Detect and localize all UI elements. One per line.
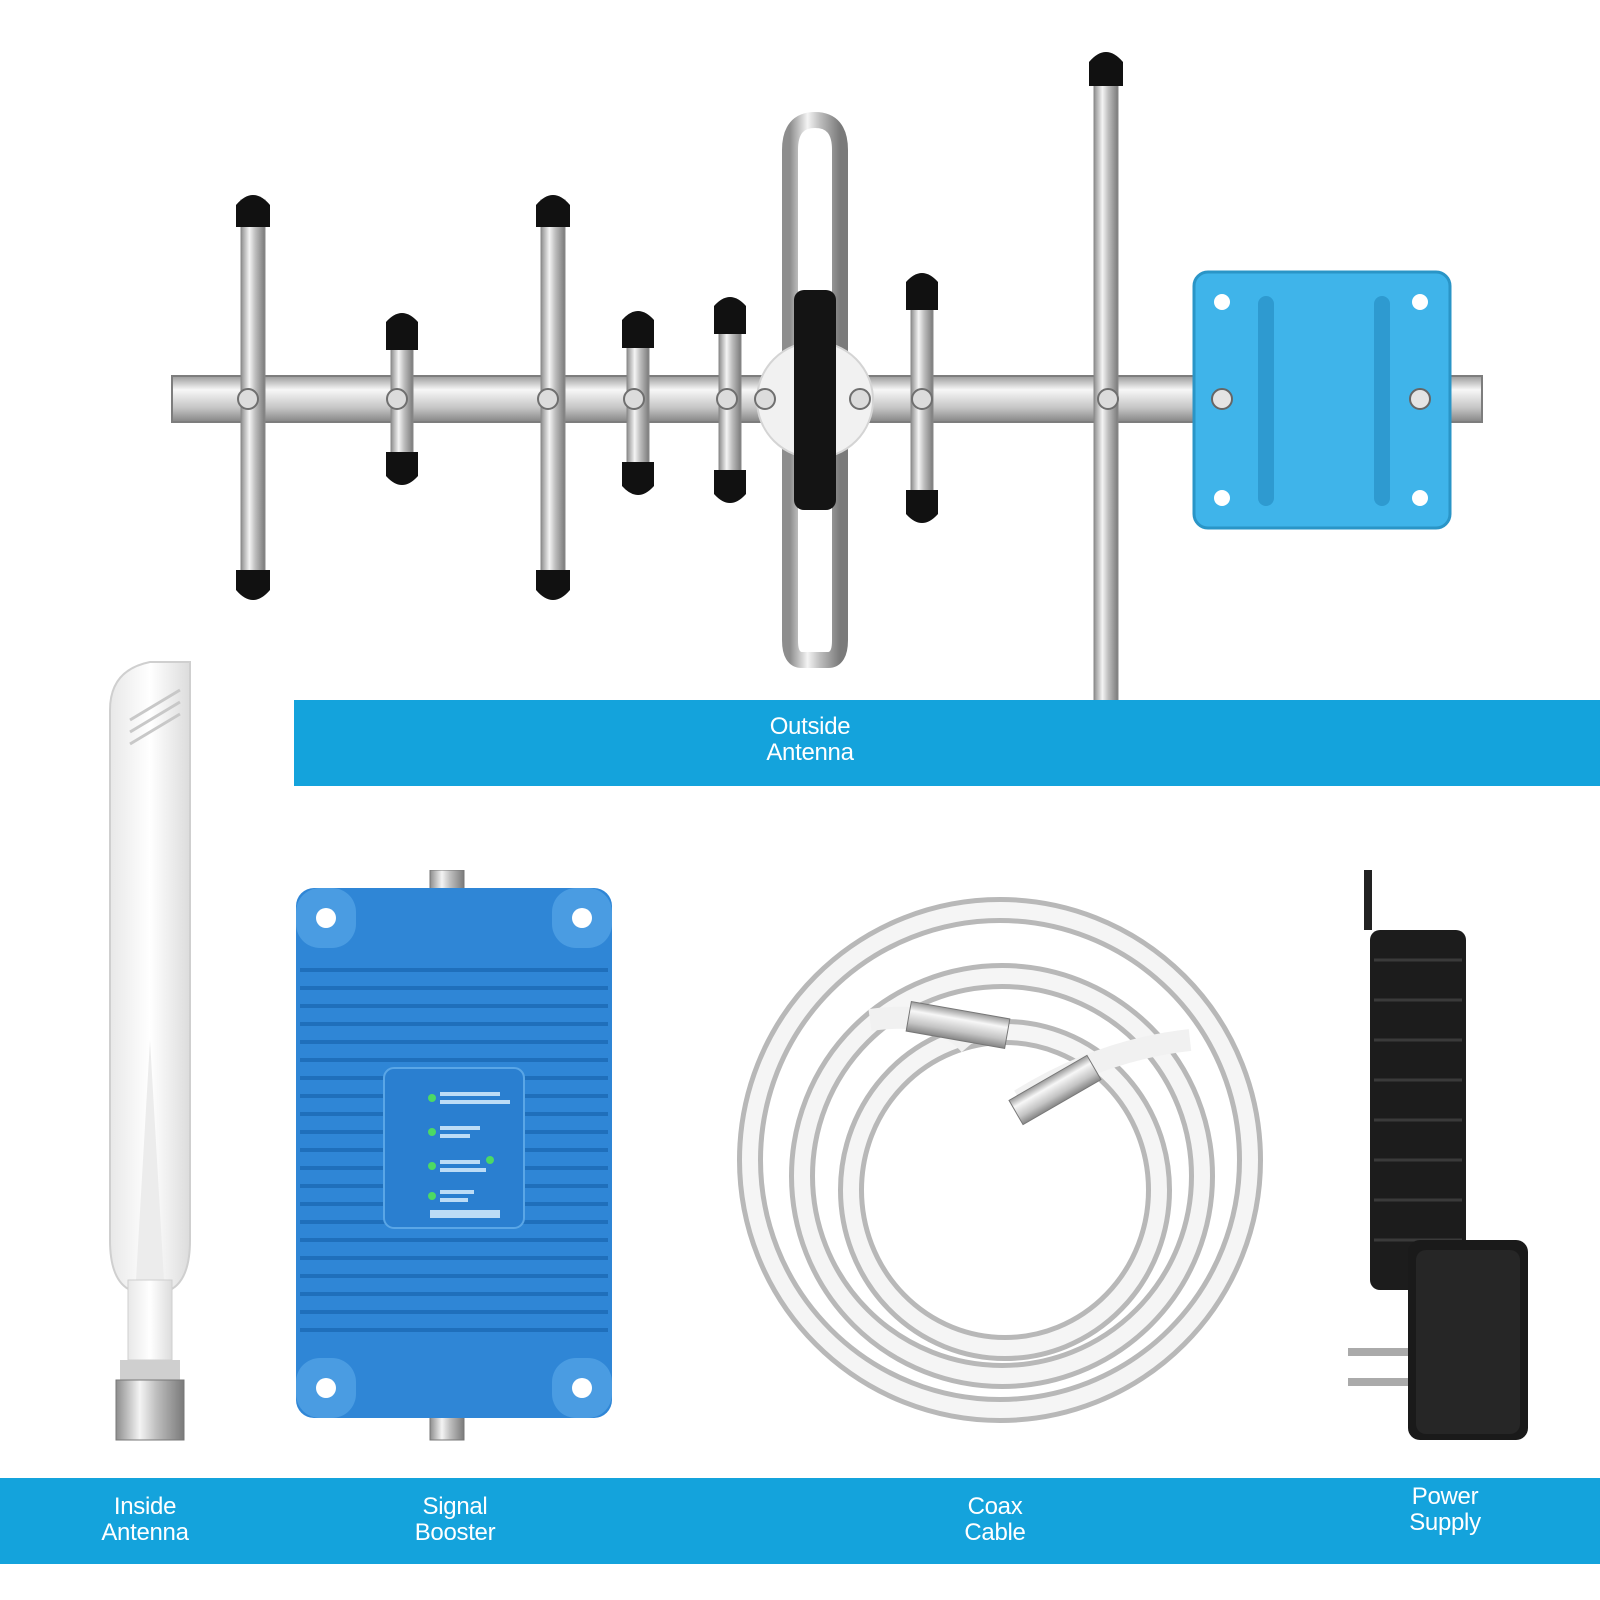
outside-antenna-banner (294, 700, 1600, 786)
outside-antenna-image (171, 52, 1483, 750)
outside-antenna-label: Outside Antenna (766, 713, 854, 766)
inside-antenna-label: Inside Antenna (101, 1493, 189, 1546)
power-supply-image (1348, 870, 1528, 1440)
coax-cable-image (737, 897, 1263, 1423)
signal-booster-image (296, 870, 612, 1441)
power-supply-label: Power Supply (1409, 1483, 1481, 1536)
bottom-label-banner (0, 1478, 1600, 1564)
signal-booster-label: Signal Booster (414, 1493, 496, 1546)
inside-antenna-image (109, 661, 191, 1441)
coax-cable-label: Coax Cable (964, 1493, 1026, 1546)
